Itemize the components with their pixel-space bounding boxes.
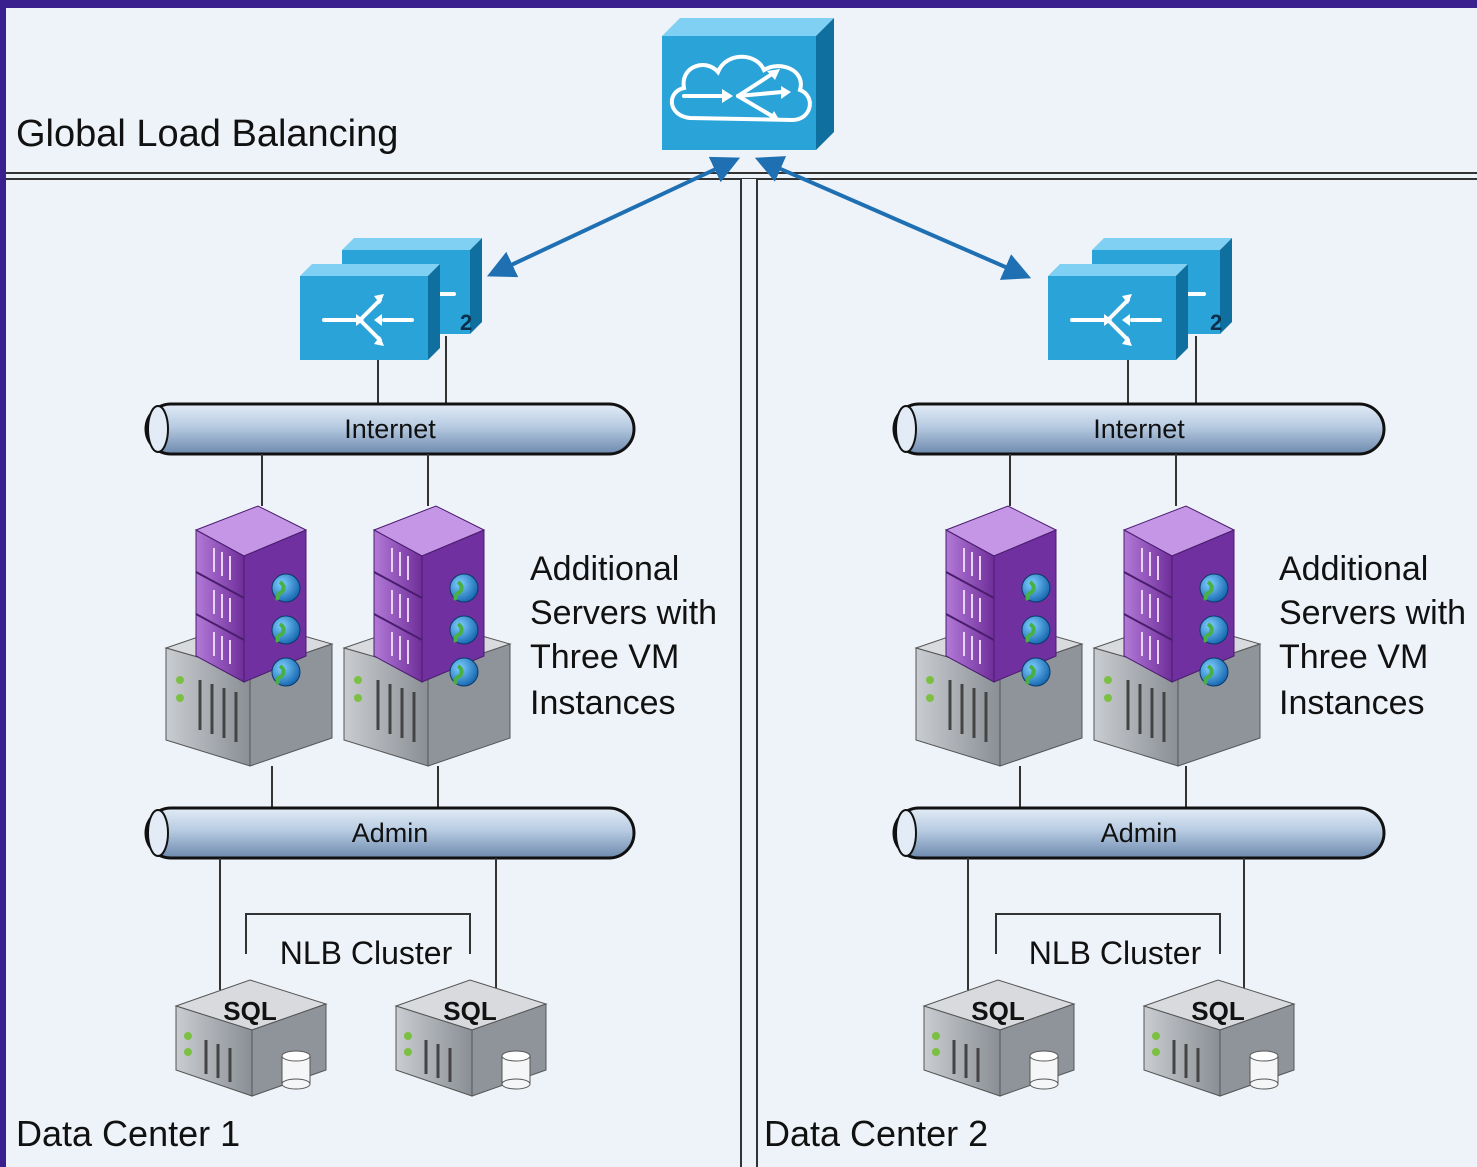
svg-text:Three VM: Three VM <box>1279 638 1428 676</box>
load-balancer-switch-icon: 2 <box>1046 236 1234 404</box>
globe-icon <box>1199 573 1229 687</box>
vm-stack-icon <box>944 505 1058 683</box>
sql-server-icon: SQL <box>394 979 548 1097</box>
svg-text:SQL: SQL <box>971 996 1025 1026</box>
admin-label: Admin <box>1101 818 1178 848</box>
database-icon <box>281 1050 311 1090</box>
database-icon <box>501 1050 531 1090</box>
sql-server-icon: SQL <box>1142 979 1296 1097</box>
datacenter-2: 2 Internet <box>764 236 1466 1154</box>
svg-text:Servers with: Servers with <box>1279 594 1466 632</box>
datacenter-label: Data Center 1 <box>16 1113 240 1154</box>
admin-network-pipe: Admin <box>144 806 636 860</box>
svg-text:Instances: Instances <box>1279 684 1425 722</box>
globe-icon <box>271 573 301 687</box>
vm-stack-icon <box>1122 505 1236 683</box>
database-icon <box>1249 1050 1279 1090</box>
page-title: Global Load Balancing <box>16 113 398 155</box>
vm-note: Additional Servers with Three VM Instanc… <box>530 550 717 722</box>
admin-network-pipe: Admin <box>892 806 1386 860</box>
internet-label: Internet <box>344 414 436 444</box>
svg-text:Three VM: Three VM <box>530 638 679 676</box>
vm-host-server <box>164 505 334 767</box>
sql-server-icon: SQL <box>174 979 328 1097</box>
vm-host-server <box>1092 505 1262 767</box>
admin-label: Admin <box>352 818 429 848</box>
cloud-router-icon <box>662 18 834 150</box>
svg-text:2: 2 <box>460 310 472 335</box>
vm-stack-icon <box>372 505 486 683</box>
nlb-cluster-label: NLB Cluster <box>280 935 453 971</box>
svg-text:Additional: Additional <box>1279 550 1428 588</box>
internet-network-pipe: Internet <box>144 402 636 456</box>
datacenter-1: 2 Internet <box>16 236 717 1154</box>
nlb-cluster-label: NLB Cluster <box>1029 935 1202 971</box>
vm-stack-icon <box>194 505 308 683</box>
sql-server-icon: SQL <box>922 979 1076 1097</box>
globe-icon <box>449 573 479 687</box>
svg-text:Additional: Additional <box>530 550 679 588</box>
datacenter-label: Data Center 2 <box>764 1113 988 1154</box>
load-balancer-switch-icon: 2 <box>298 236 484 404</box>
svg-text:SQL: SQL <box>443 996 497 1026</box>
svg-text:Servers with: Servers with <box>530 594 717 632</box>
link-arrow-dc2 <box>754 156 1032 280</box>
link-arrow-dc1 <box>486 156 741 278</box>
svg-text:2: 2 <box>1210 310 1222 335</box>
svg-text:SQL: SQL <box>223 996 277 1026</box>
internet-label: Internet <box>1093 414 1185 444</box>
database-icon <box>1029 1050 1059 1090</box>
vm-host-server <box>342 505 512 767</box>
svg-text:SQL: SQL <box>1191 996 1245 1026</box>
svg-text:Instances: Instances <box>530 684 676 722</box>
vm-host-server <box>914 505 1084 767</box>
internet-network-pipe: Internet <box>892 402 1386 456</box>
vm-note: Additional Servers with Three VM Instanc… <box>1279 550 1466 722</box>
globe-icon <box>1021 573 1051 687</box>
